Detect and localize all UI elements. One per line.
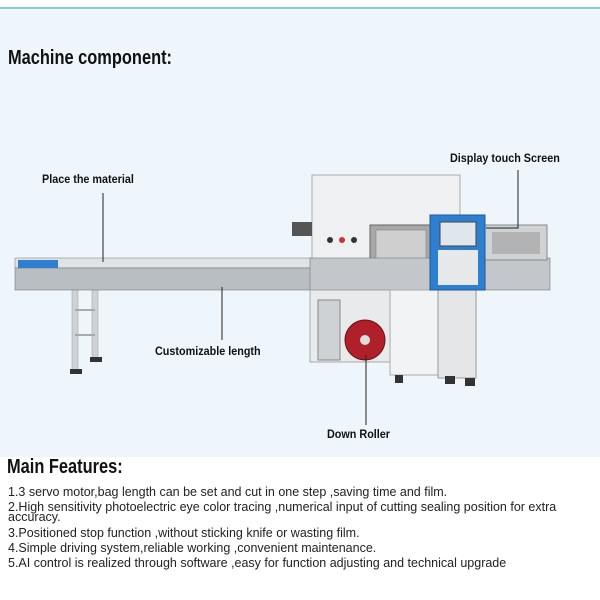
feature-item: 3.Positioned stop function ,without stic… — [8, 526, 360, 540]
machine-illustration — [14, 170, 551, 425]
callout-customizable-length: Customizable length — [155, 344, 261, 358]
callout-down-roller: Down Roller — [327, 427, 391, 441]
feature-item: 4.Simple driving system,reliable working… — [8, 541, 377, 555]
features-list: 1.3 servo motor,bag length can be set an… — [8, 485, 568, 571]
feature-item: 2.High sensitivity photoelectric eye col… — [8, 500, 557, 524]
conveyor-leg — [71, 287, 79, 371]
feature-item: 1.3 servo motor,bag length can be set an… — [8, 485, 448, 499]
callout-display-screen: Display touch Screen — [450, 151, 560, 165]
touch-screen — [439, 221, 477, 247]
conveyor-rail — [14, 267, 336, 291]
conveyor-top — [14, 257, 331, 269]
feature-item: 5.AI control is realized through softwar… — [8, 556, 507, 570]
section-title: Machine component: — [8, 47, 173, 69]
conveyor-leg — [91, 287, 99, 359]
callout-place-material: Place the material — [42, 172, 134, 186]
features-title: Main Features: — [7, 456, 123, 478]
